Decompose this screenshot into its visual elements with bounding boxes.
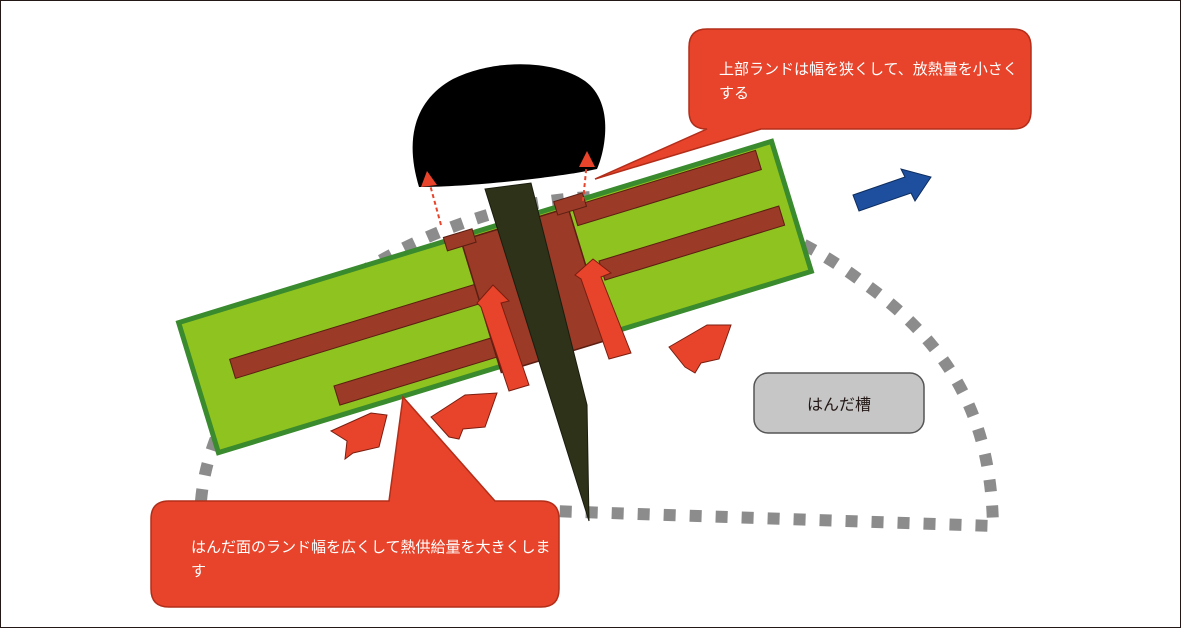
bath-label-box (753, 372, 925, 434)
callout-top-text: 上部ランドは幅を狭くして、放熱量を小さくする (719, 60, 1018, 102)
land-top-right (571, 149, 763, 227)
top-heat-arrows (421, 151, 595, 226)
heat-arrow-top-right-head (579, 151, 595, 167)
callout-bottom-bubble (150, 395, 560, 608)
top-land-left-pad (442, 228, 477, 252)
bath-label: はんだ槽 (806, 395, 871, 414)
heat-arrow-1 (329, 412, 388, 461)
heat-arrow-lead-left (476, 284, 530, 392)
top-land-right-pad (553, 192, 588, 216)
heat-arrow-2 (430, 392, 498, 440)
bath-heat-arrows (329, 258, 732, 461)
component-body (412, 64, 606, 187)
conveyor-direction-arrow (852, 168, 932, 212)
heat-arrow-3 (668, 324, 732, 374)
component-lead (484, 182, 590, 522)
callout-top-bubble (594, 28, 1032, 180)
heat-arrow-lead-right (574, 258, 632, 360)
callout-bottom-text: はんだ面のランド幅を広くして熱供給量を大きくします (191, 538, 551, 580)
heat-arrow-top-left (428, 180, 442, 226)
heat-arrow-top-left-head (421, 171, 437, 187)
